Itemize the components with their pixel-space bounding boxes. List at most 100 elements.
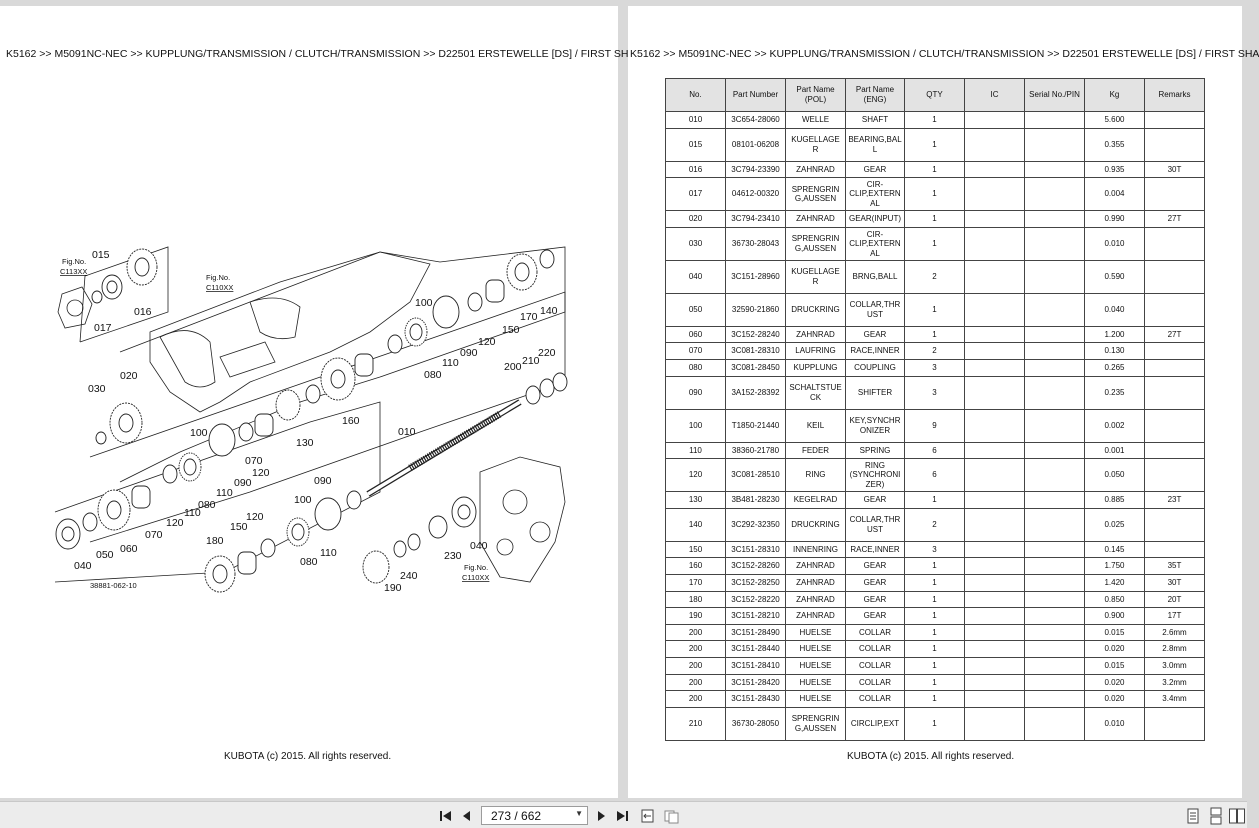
bearing-240: [393, 533, 421, 558]
cell-no: 140: [665, 507, 726, 542]
first-page-icon[interactable]: [438, 808, 454, 824]
cell-part-name-pol: HUELSE: [785, 640, 846, 658]
gear-130: [275, 389, 301, 421]
svg-text:C110XX: C110XX: [462, 573, 489, 582]
cell-no: 017: [665, 177, 726, 212]
last-page-icon[interactable]: [614, 808, 630, 824]
cell-part-name-pol: SPRENGRIN G,AUSSEN: [785, 177, 846, 212]
cell-ic: [964, 160, 1025, 179]
cell-ic: [964, 375, 1025, 410]
collar-140-mid: [305, 384, 321, 404]
cell-part-name-pol: INNENRING: [785, 540, 846, 559]
ring-120-low: [260, 538, 276, 558]
cell-kg: 0.355: [1084, 127, 1145, 162]
callout: 130: [296, 437, 314, 449]
fit-width-icon[interactable]: [639, 808, 657, 824]
continuous-view-icon[interactable]: [1209, 807, 1223, 825]
callout: 020: [120, 370, 138, 382]
gear-170: [506, 253, 538, 291]
cell-qty: 2: [904, 259, 965, 294]
cell-kg: 0.130: [1084, 342, 1145, 360]
cell-remarks: [1144, 408, 1205, 443]
ring-120-top: [467, 292, 483, 312]
cell-serial: [1024, 127, 1085, 162]
cell-no: 110: [665, 441, 726, 460]
col-header: Part Number: [725, 78, 786, 112]
facing-view-icon[interactable]: [1229, 808, 1245, 824]
cell-qty: 1: [904, 160, 965, 179]
fig-ref-c110xx-bottom: Fig.No. C110XX: [462, 563, 489, 582]
cell-qty: 1: [904, 226, 965, 261]
table-header-row: No. Part Number Part Name (POL) Part Nam…: [665, 78, 1205, 112]
callout: 180: [206, 535, 224, 547]
col-header: Serial No./PIN: [1024, 78, 1085, 112]
callout: 015: [92, 249, 110, 261]
collar-050: [82, 512, 98, 532]
col-header: IC: [964, 78, 1025, 112]
two-page-icon[interactable]: [662, 808, 680, 824]
cell-part-name-eng: BRNG,BALL: [845, 259, 905, 294]
cell-serial: [1024, 292, 1085, 327]
cell-qty: 3: [904, 358, 965, 377]
exploded-parts-diagram: Fig.No. C113XX Fig.No. C110XX Fig.No. C1…: [54, 246, 568, 594]
cell-qty: 2: [904, 342, 965, 360]
cell-kg: 0.040: [1084, 292, 1145, 327]
cell-no: 130: [665, 491, 726, 509]
cell-part-name-eng: COLLAR: [845, 673, 905, 692]
col-header: Part Name (POL): [785, 78, 846, 112]
breadcrumb: K5162 >> M5091NC-NEC >> KUPPLUNG/TRANSMI…: [630, 48, 1259, 60]
cell-part-name-eng: COLLAR,THR UST: [845, 507, 905, 542]
cell-part-name-pol: HUELSE: [785, 690, 846, 708]
cell-no: 200: [665, 640, 726, 658]
circlip-030: [95, 431, 107, 445]
col-header: QTY: [904, 78, 965, 112]
svg-text:C110XX: C110XX: [206, 283, 233, 292]
cell-serial: [1024, 690, 1085, 708]
cell-serial: [1024, 226, 1085, 261]
cell-remarks: 30T: [1144, 160, 1205, 179]
cell-remarks: [1144, 342, 1205, 360]
cell-part-number: 3C151-28440: [725, 640, 786, 658]
ring-120-low-b: [346, 490, 362, 510]
page-number-select[interactable]: 273 / 662 ▼: [481, 806, 588, 825]
cell-qty: 1: [904, 177, 965, 212]
cell-part-name-pol: DRUCKRING: [785, 292, 846, 327]
cell-part-number: 3C151-28410: [725, 656, 786, 675]
cell-remarks: 2.8mm: [1144, 640, 1205, 658]
single-page-view-icon[interactable]: [1186, 808, 1200, 824]
callout: 050: [96, 549, 114, 561]
cell-remarks: [1144, 127, 1205, 162]
cell-serial: [1024, 507, 1085, 542]
cell-no: 180: [665, 590, 726, 609]
callout: 220: [538, 347, 556, 359]
cell-qty: 6: [904, 441, 965, 460]
callout: 110: [442, 357, 459, 369]
cell-kg: 0.010: [1084, 706, 1145, 741]
svg-text:Fig.No.: Fig.No.: [206, 273, 230, 282]
next-page-icon[interactable]: [594, 808, 608, 824]
callout: 080: [300, 556, 318, 568]
gear-016: [126, 248, 158, 286]
cell-kg: 0.002: [1084, 408, 1145, 443]
cell-part-number: 3C151-28210: [725, 607, 786, 625]
cell-part-name-eng: RACE,INNER: [845, 342, 905, 360]
prev-page-icon[interactable]: [460, 808, 474, 824]
copyright-footer: KUBOTA (c) 2015. All rights reserved.: [847, 751, 1015, 762]
cell-part-name-pol: SCHALTSTUE CK: [785, 375, 846, 410]
cell-kg: 0.001: [1084, 441, 1145, 460]
cell-serial: [1024, 375, 1085, 410]
cell-ic: [964, 441, 1025, 460]
cell-ic: [964, 177, 1025, 212]
cell-no: 170: [665, 573, 726, 592]
gear-020: [109, 402, 143, 444]
cell-serial: [1024, 656, 1085, 675]
parts-table: No. Part Number Part Name (POL) Part Nam…: [665, 78, 1205, 741]
cell-remarks: 27T: [1144, 210, 1205, 228]
cell-kg: 0.050: [1084, 458, 1145, 493]
ring-120-mid-b: [162, 464, 178, 484]
